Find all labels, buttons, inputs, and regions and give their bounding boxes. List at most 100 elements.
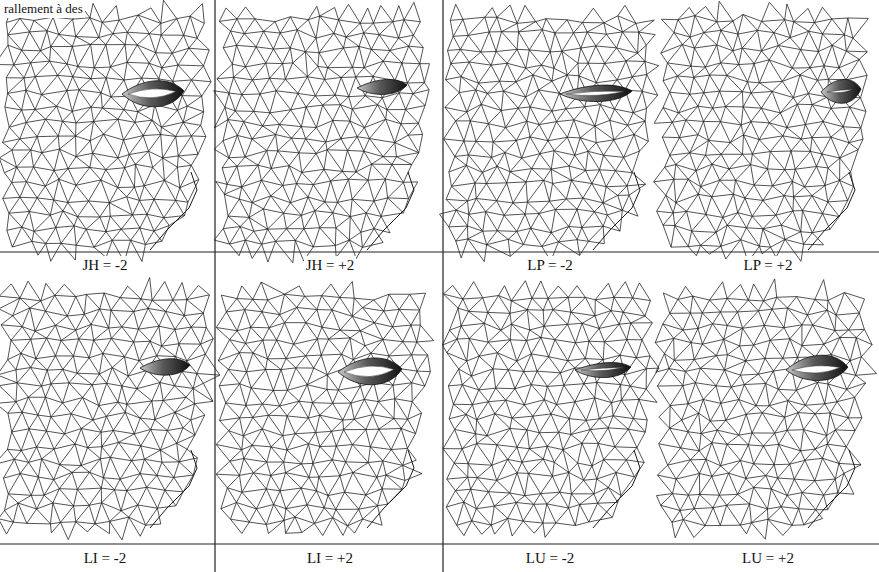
- mesh-edge: [67, 64, 78, 67]
- mesh-edge: [254, 94, 260, 111]
- mesh-edge: [4, 173, 11, 183]
- mesh-edge: [459, 90, 475, 93]
- mesh-edge: [278, 138, 292, 151]
- mesh-edge: [767, 169, 772, 186]
- mesh-edge: [86, 229, 94, 247]
- mesh-edge: [810, 151, 816, 166]
- mesh-edge: [237, 45, 257, 47]
- mesh-edge: [224, 187, 241, 194]
- mesh-edge: [595, 126, 596, 143]
- mesh-edge: [6, 65, 13, 78]
- mesh-edge: [721, 63, 727, 76]
- mesh-edge: [638, 45, 647, 53]
- mesh-edge: [526, 97, 531, 107]
- mesh-edge: [352, 180, 368, 199]
- mesh-edge: [2, 127, 9, 142]
- mesh-edge: [487, 245, 511, 257]
- mesh-edge: [468, 239, 487, 245]
- mesh-edge: [35, 106, 57, 109]
- mesh-edge: [449, 172, 452, 186]
- mesh-edge: [12, 150, 17, 167]
- mesh-edge: [378, 98, 383, 105]
- mesh-edge: [607, 210, 622, 215]
- mesh-edge: [616, 171, 633, 173]
- mesh-edge: [62, 111, 72, 121]
- mesh-edge: [497, 201, 513, 203]
- mesh-edge: [276, 91, 298, 94]
- mesh-edge: [118, 188, 127, 197]
- mesh-edge: [112, 229, 121, 240]
- mesh-edge: [371, 35, 379, 50]
- mesh-edge: [445, 77, 460, 80]
- mesh-edge: [636, 20, 654, 23]
- mesh-edge: [572, 180, 583, 198]
- mesh-edge: [507, 183, 513, 203]
- mesh-edge: [713, 108, 721, 122]
- mesh-edge: [17, 150, 31, 167]
- mesh-edge: [53, 17, 59, 34]
- mesh-edge: [223, 48, 232, 64]
- mesh-edge: [325, 77, 342, 79]
- mesh-edge: [295, 229, 304, 241]
- mesh-edge: [102, 97, 111, 108]
- mesh-edge: [244, 122, 263, 126]
- mesh-edge: [244, 34, 256, 47]
- mesh-edge: [361, 213, 366, 232]
- mesh-edge: [56, 211, 63, 228]
- mesh-edge: [572, 171, 586, 181]
- mesh-edge: [8, 45, 14, 65]
- mesh-edge: [812, 196, 828, 202]
- mesh-edge: [476, 90, 482, 104]
- mesh-edge: [306, 96, 315, 107]
- mesh-edge: [709, 122, 721, 141]
- mesh-edge: [331, 181, 338, 202]
- mesh-edge: [339, 20, 361, 23]
- mesh-edge: [583, 184, 592, 199]
- mesh-edge: [379, 35, 398, 38]
- mesh-edge: [135, 120, 152, 122]
- mesh-edge: [26, 122, 37, 136]
- mesh-edge: [475, 183, 476, 198]
- mesh-edge: [8, 93, 22, 110]
- mesh-edge: [567, 120, 574, 137]
- mesh-edge: [596, 63, 604, 82]
- mesh-edge: [479, 65, 492, 83]
- mesh-edge: [162, 53, 172, 68]
- mesh-edge: [556, 122, 567, 138]
- mesh-edge: [861, 111, 866, 128]
- mesh-edge: [113, 32, 127, 33]
- mesh-edge: [645, 121, 648, 141]
- mesh-edge: [466, 165, 475, 183]
- mesh-edge: [825, 168, 828, 186]
- mesh-edge: [751, 154, 753, 165]
- mesh-edge: [368, 179, 385, 180]
- mesh-edge: [145, 231, 154, 244]
- mesh-edge: [118, 140, 124, 158]
- mesh-edge: [503, 82, 516, 91]
- mesh-edge: [252, 139, 267, 151]
- mesh-edge: [383, 61, 402, 63]
- mesh-edge: [456, 241, 461, 258]
- mesh-edge: [348, 172, 356, 179]
- mesh-edge: [135, 122, 143, 135]
- mesh-edge: [406, 106, 425, 110]
- mesh-edge: [364, 105, 377, 128]
- mesh-edge: [24, 78, 26, 90]
- mesh-edge: [518, 97, 525, 108]
- mesh-edge: [605, 63, 618, 79]
- mesh-edge: [176, 122, 183, 136]
- mesh-edge: [801, 138, 812, 139]
- mesh-edge: [542, 19, 546, 30]
- mesh-edge: [364, 33, 372, 49]
- mesh-edge: [109, 203, 110, 216]
- mesh-edge: [260, 94, 270, 113]
- mesh-edge: [510, 172, 526, 182]
- mesh-edge: [335, 7, 339, 19]
- mesh-edge: [385, 179, 387, 198]
- mesh-edge: [79, 90, 91, 107]
- mesh-edge: [444, 139, 464, 141]
- mesh-edge: [125, 164, 136, 167]
- mesh-edge: [604, 155, 624, 157]
- mesh-edge: [191, 125, 200, 135]
